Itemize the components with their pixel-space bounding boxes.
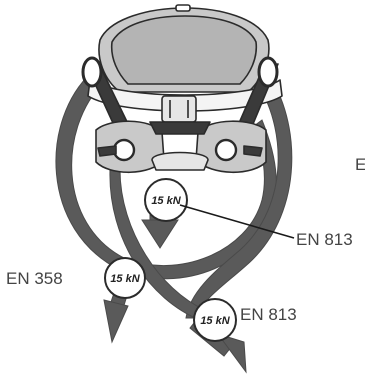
front-attachment: [152, 153, 208, 171]
left-d-ring-icon: [83, 58, 101, 86]
right-d-ring-icon: [259, 58, 277, 86]
right-leg-buckle-icon: [216, 140, 236, 160]
center-buckle: [162, 96, 196, 122]
load-badge-left: 15 kN: [105, 258, 145, 298]
right-leg-webbing: [244, 146, 262, 156]
label-en813-upper: EN 813: [296, 230, 353, 250]
load-badge-front: 15 kN: [145, 179, 187, 221]
harness-illustration: [83, 5, 282, 172]
left-leg-webbing: [98, 146, 116, 156]
load-label-right: 15 kN: [200, 315, 230, 327]
ventral-strap: [150, 122, 210, 134]
arrowhead-left: [104, 300, 128, 342]
back-pad-inner: [112, 16, 257, 84]
label-cropped-e: E: [355, 155, 365, 175]
top-tab: [176, 5, 190, 11]
load-label-front: 15 kN: [151, 195, 181, 207]
label-en358: EN 358: [6, 269, 63, 289]
left-leg-buckle-icon: [114, 140, 134, 160]
label-en813-lower: EN 813: [240, 305, 297, 325]
load-label-left: 15 kN: [110, 273, 140, 285]
load-badge-right: 15 kN: [194, 299, 236, 341]
arrowhead-front: [142, 220, 178, 248]
